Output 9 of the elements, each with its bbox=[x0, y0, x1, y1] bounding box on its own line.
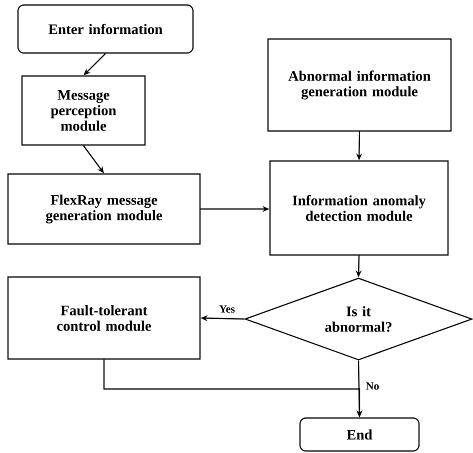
terminal-box: End bbox=[299, 417, 420, 452]
process-box: Message perception module bbox=[21, 75, 146, 146]
process-box: FlexRay message generation module bbox=[7, 173, 201, 245]
process-box: Abnormal information generation module bbox=[267, 38, 452, 132]
edge-label: Yes bbox=[219, 305, 235, 313]
process-box: Fault-tolerant control module bbox=[7, 276, 201, 360]
edge-label: No bbox=[366, 382, 379, 390]
process-box: Information anomaly detection module bbox=[269, 160, 449, 256]
terminal-box: Enter information bbox=[17, 4, 194, 54]
